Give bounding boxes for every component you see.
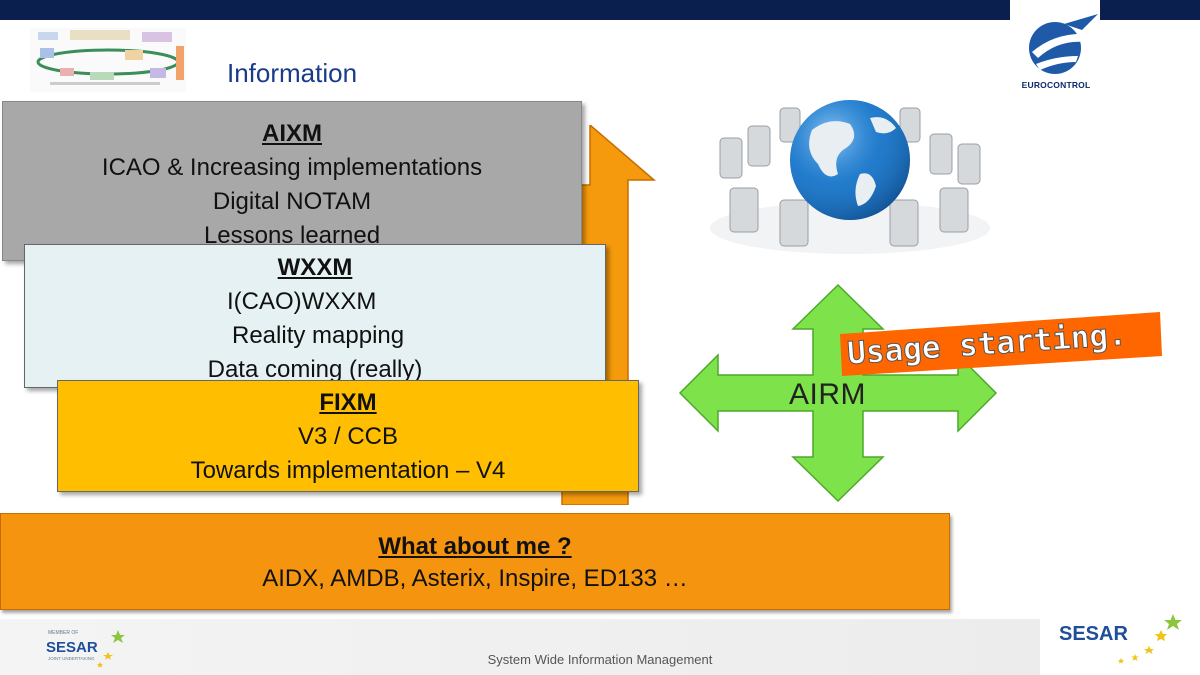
four-way-arrow-icon [678, 283, 998, 503]
fixm-line-1: V3 / CCB [297, 423, 399, 450]
sesar-logo: SESAR [1059, 614, 1182, 664]
sesar-joint-undertaking-logo: MEMBER OF SESAR JOINT UNDERTAKING [46, 630, 125, 668]
aixm-line-2: Digital NOTAM [212, 188, 372, 215]
eurocontrol-logo-text: EUROCONTROL [1021, 80, 1091, 90]
svg-text:MEMBER OF: MEMBER OF [48, 630, 78, 636]
footer-band [0, 619, 1040, 675]
sesar-right-text: SESAR [1059, 623, 1128, 645]
other-standards-box: What about me ? AIDX, AMDB, Asterix, Ins… [0, 513, 950, 610]
top-bar-right [1100, 0, 1200, 20]
globe-with-chairs-image [700, 78, 1000, 260]
airm-label: AIRM [789, 378, 866, 411]
other-standards-line: AIDX, AMDB, Asterix, Inspire, ED133 … [262, 565, 688, 592]
svg-text:JOINT UNDERTAKING: JOINT UNDERTAKING [48, 656, 95, 661]
top-bar [0, 0, 1010, 20]
wxxm-line-3: Data coming (really) [207, 356, 423, 383]
sesar-left-text: SESAR [46, 639, 98, 656]
fixm-line-2: Towards implementation – V4 [190, 457, 506, 484]
wxxm-line-2: Reality mapping [232, 322, 405, 349]
other-standards-heading: What about me ? [378, 533, 572, 560]
aixm-box: AIXM ICAO & Increasing implementations D… [2, 101, 582, 261]
swim-diagram-thumbnail [30, 28, 186, 92]
wxxm-line-1: I(CAO)WXXM [227, 288, 377, 315]
footer-text: System Wide Information Management [487, 652, 713, 667]
aixm-line-1: ICAO & Increasing implementations [101, 154, 483, 181]
wxxm-box: WXXM I(CAO)WXXM Reality mapping Data com… [24, 244, 606, 388]
usage-starting-banner: Usage starting. [840, 312, 1162, 376]
eurocontrol-logo [1029, 14, 1098, 74]
wxxm-heading: WXXM [277, 254, 353, 281]
page-title: Information [227, 58, 358, 88]
aixm-heading: AIXM [262, 120, 322, 147]
fixm-box: FIXM V3 / CCB Towards implementation – V… [57, 380, 639, 492]
fixm-heading: FIXM [319, 389, 377, 416]
